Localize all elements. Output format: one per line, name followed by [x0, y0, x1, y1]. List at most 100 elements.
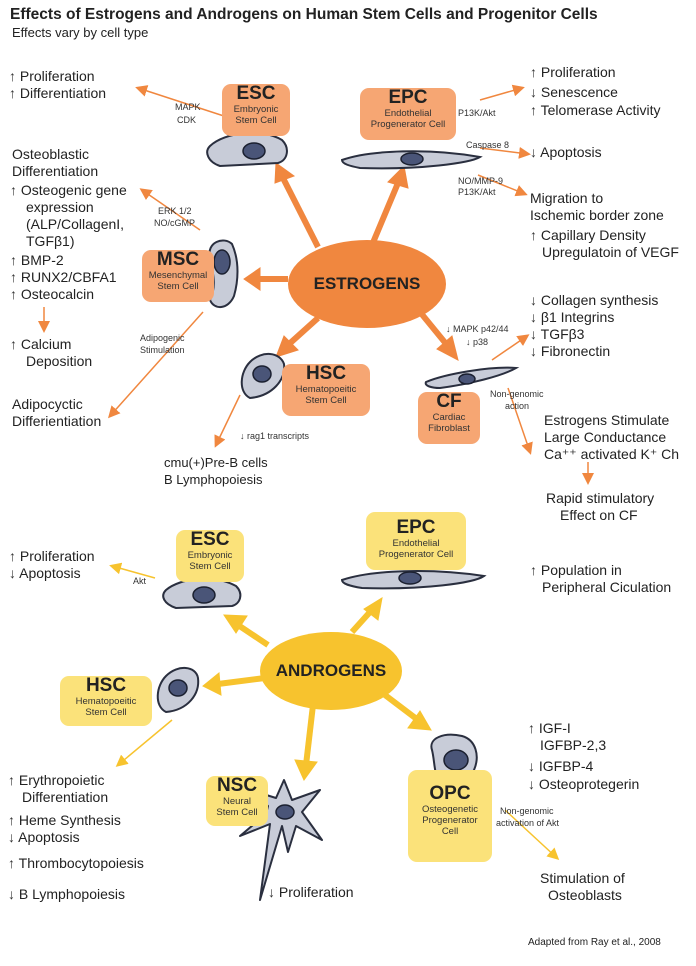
androgen-hsc-apoptosis-label: Apoptosis: [18, 829, 80, 845]
down-arrow-icon: ↓: [9, 565, 16, 581]
androgen-opc-opg: ↓ Osteoprotegerin: [528, 776, 639, 793]
androgen-opc-igf1: ↑ IGF-I: [528, 720, 571, 737]
androgen-epc-name2: Progenerator Cell: [378, 549, 454, 560]
estrogen-hsc-effect1: cmu(+)Pre-B cells: [164, 455, 268, 470]
estrogen-msc-pathway1: ERK 1/2: [158, 206, 192, 216]
estrogen-cf-name2: Fibroblast: [428, 423, 470, 434]
up-arrow-icon: ↑: [10, 286, 17, 302]
androgen-esc-effect-2: ↓ Apoptosis: [9, 565, 81, 582]
estrogen-esc-name2: Stem Cell: [235, 115, 277, 126]
androgen-nsc-effect-label: Proliferation: [278, 884, 354, 900]
androgen-hsc-heme: ↑ Heme Synthesis: [8, 812, 121, 829]
up-arrow-icon: ↑: [8, 812, 15, 828]
androgen-opc-igf1-label: IGF-I: [538, 720, 571, 736]
estrogen-epc-effect-b: ↓ Apoptosis: [530, 144, 602, 161]
up-arrow-icon: ↑: [530, 562, 537, 578]
androgen-esc-effect-1: ↑ Proliferation: [9, 548, 95, 565]
estrogen-cf-rapid1: Rapid stimulatory: [546, 490, 655, 506]
down-arrow-icon: ↓: [466, 337, 471, 347]
androgen-opc-name1: Osteogenetic: [422, 804, 478, 815]
page-title: Effects of Estrogens and Androgens on Hu…: [10, 6, 598, 23]
androgen-opc-igfbp4-label: IGFBP-4: [538, 758, 594, 774]
estrogen-hsc-rag-label: rag1 transcripts: [247, 431, 310, 441]
androgen-hsc-ery1: ↑ Erythropoietic: [8, 772, 104, 789]
estrogen-hsc-cell-icon: [240, 353, 286, 400]
up-arrow-icon: ↑: [10, 269, 17, 285]
estrogen-epc-effect-c1: ↑ Capillary Density: [530, 227, 646, 244]
up-arrow-icon: ↑: [10, 336, 17, 352]
estrogen-epc-effect-a2-label: Senescence: [540, 84, 618, 100]
estrogen-msc-name1: Mesenchymal: [148, 270, 208, 281]
androgen-opc-stim2: Osteoblasts: [548, 887, 622, 903]
estrogen-epc-effect-c2: Upregulatoin of VEGF: [542, 244, 679, 260]
androgens-hub: ANDROGENS: [260, 632, 402, 710]
up-arrow-icon: ↑: [10, 182, 17, 198]
androgen-hsc-name1: Hematopoeitic: [75, 696, 137, 707]
estrogen-esc-pathway2: CDK: [177, 115, 197, 125]
androgen-epc-effect2: Peripheral Ciculation: [542, 579, 672, 595]
androgen-opc-igf2: IGFBP-2,3: [540, 737, 607, 753]
estrogen-epc-effect-a2: ↓ Senescence: [530, 84, 618, 101]
estrogen-msc-marker-3: ↑ Osteocalcin: [10, 286, 94, 303]
androgen-epc-name1: Endothelial: [392, 538, 440, 549]
androgen-opc-igfbp4: ↓ IGFBP-4: [528, 758, 593, 775]
estrogen-hsc-abbr: HSC: [305, 363, 347, 384]
up-arrow-icon: ↑: [8, 772, 15, 788]
estrogen-cf-effect-3: ↓ TGFβ3: [530, 326, 584, 343]
down-arrow-icon: ↓: [528, 776, 535, 792]
estrogen-esc-name1: Embryonic: [233, 104, 279, 115]
estrogen-cf-effect-4-label: Fibronectin: [540, 343, 611, 359]
estrogen-cf-abbr: CF: [436, 391, 462, 412]
down-arrow-icon: ↓: [530, 309, 537, 325]
estrogen-msc-osteo1: Osteoblastic: [12, 146, 90, 162]
estrogen-epc-effect-b-label: Apoptosis: [540, 144, 602, 160]
estrogen-epc-abbr: EPC: [388, 87, 428, 108]
estrogen-epc-effect-a3: ↑ Telomerase Activity: [530, 102, 660, 119]
androgen-nsc-cell-icon: [239, 779, 323, 901]
up-arrow-icon: ↑: [10, 252, 17, 268]
estrogen-epc-pathway-c2: P13K/Akt: [458, 187, 496, 197]
estrogen-esc-abbr: ESC: [236, 83, 276, 104]
androgen-thin-arrows: [109, 562, 560, 861]
estrogen-msc-gene3: (ALP/CollagenI,: [26, 216, 125, 232]
estrogen-msc-gene1-label: Osteogenic gene: [20, 182, 127, 198]
estrogen-epc-name1: Endothelial: [384, 108, 432, 119]
androgen-opc-name2: Progenerator: [422, 815, 478, 826]
androgen-hsc-heme-label: Heme Synthesis: [18, 812, 121, 828]
estrogen-msc-abbr: MSC: [156, 249, 200, 270]
estrogen-epc-pathway-c1: NO/MMP-9: [458, 176, 503, 186]
estrogen-msc-adipo-path1: Adipogenic: [140, 333, 185, 343]
androgen-epc-abbr: EPC: [396, 517, 436, 538]
androgen-hsc-abbr: HSC: [85, 675, 127, 696]
estrogen-esc-effect-2-label: Differentiation: [19, 85, 107, 101]
estrogen-cf-effect-2: ↓ β1 Integrins: [530, 309, 614, 326]
androgen-hub-arrows: [202, 596, 432, 781]
estrogen-cf-effect-1: ↓ Collagen synthesis: [530, 292, 658, 309]
estrogen-msc-adipo-path2: Stimulation: [140, 345, 185, 355]
estrogen-epc-pathway-a: P13K/Akt: [458, 108, 496, 118]
up-arrow-icon: ↑: [9, 548, 16, 564]
estrogen-msc-marker-1: ↑ BMP-2: [10, 252, 64, 269]
estrogen-cf-pathway2-label: p38: [473, 337, 489, 347]
estrogen-msc-gene1: ↑ Osteogenic gene: [10, 182, 127, 199]
androgen-opc-nongen1: Non-genomic: [500, 806, 554, 816]
down-arrow-icon: ↓: [530, 343, 537, 359]
estrogen-msc-gene2: expression: [26, 199, 94, 215]
down-arrow-icon: ↓: [8, 829, 15, 845]
estrogen-cf-stim2: Large Conductance: [544, 429, 667, 445]
estrogen-msc-marker-3-label: Osteocalcin: [20, 286, 95, 302]
down-arrow-icon: ↓: [240, 431, 245, 441]
estrogen-msc-calcium1: ↑ Calcium: [10, 336, 71, 353]
androgens-hub-label: ANDROGENS: [275, 661, 387, 680]
androgen-hsc-cell-icon: [156, 667, 200, 714]
estrogen-esc-effect-1-label: Proliferation: [19, 68, 95, 84]
androgen-hsc-blym: ↓ B Lymphopoiesis: [8, 886, 125, 903]
page-subtitle: Effects vary by cell type: [12, 25, 149, 40]
estrogens-hub-label: ESTROGENS: [313, 274, 421, 293]
down-arrow-icon: ↓: [268, 884, 275, 900]
estrogen-msc-marker-2: ↑ RUNX2/CBFA1: [10, 269, 117, 286]
androgen-esc-cell-icon: [162, 577, 242, 610]
